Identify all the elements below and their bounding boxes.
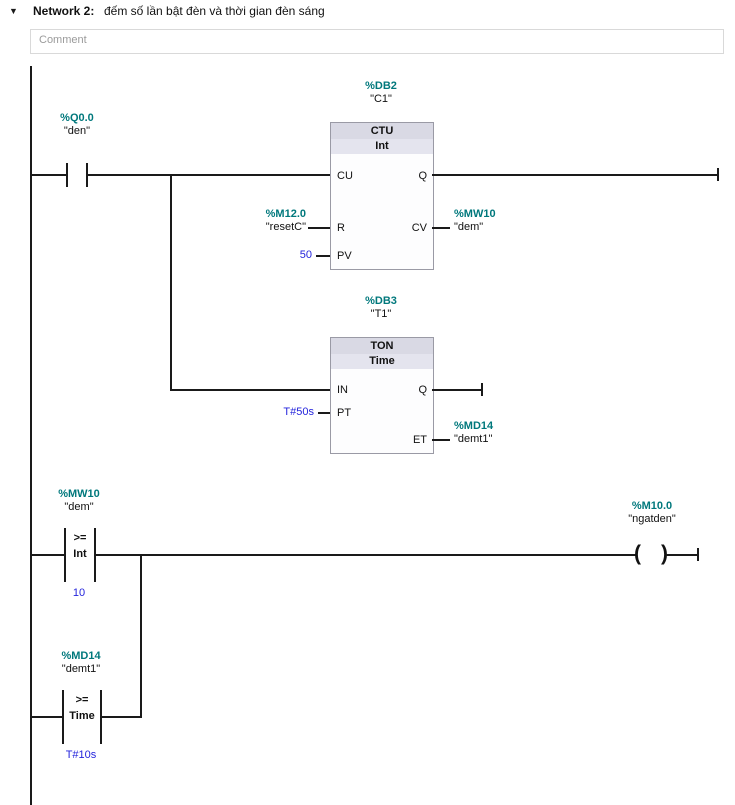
output-coil[interactable]: ( ) [634,540,668,568]
wire-end-marker [717,168,719,181]
operand-name[interactable]: "demt1" [61,663,101,675]
operand-address[interactable]: %MW10 [58,488,100,500]
pin-cu[interactable]: CU [337,170,353,182]
operand-address[interactable]: %MD14 [454,420,494,432]
wire-end-marker [481,383,483,396]
coil-operand-label[interactable]: %M10.0 "ngatden" [612,500,692,526]
operand-name[interactable]: "dem" [454,221,484,233]
wire [432,389,482,391]
compare-operator[interactable]: >= [75,694,89,706]
branch-wire [170,174,172,391]
compare-int-operand[interactable]: %MW10 "dem" [39,488,119,514]
block-type-label: CTU [331,123,433,139]
operand-name[interactable]: "resetC" [265,221,306,233]
ton-timer-block[interactable]: TON Time IN PT Q ET [330,337,434,454]
operand-address[interactable]: %M10.0 [631,500,673,512]
operand-name[interactable]: "dem" [64,501,94,513]
wire [318,412,330,414]
compare-time-operand[interactable]: %MD14 "demt1" [41,650,121,676]
contact-operand-label[interactable]: %Q0.0 "den" [37,112,117,138]
counter-reset-operand[interactable]: %M12.0 "resetC" [236,208,306,234]
pin-et[interactable]: ET [412,434,427,446]
block-datatype-label[interactable]: Time [331,354,433,369]
contact-bar-icon [66,163,68,187]
pin-pt[interactable]: PT [337,407,352,419]
contact-bar-icon [64,528,66,582]
db-address[interactable]: %DB2 [365,80,397,92]
collapse-arrow-icon[interactable]: ▼ [9,6,18,16]
operand-name[interactable]: "ngatden" [628,513,676,525]
wire [316,255,330,257]
operand-address[interactable]: %MD14 [61,650,101,662]
network-title: Network 2: [33,4,95,18]
wire [170,389,330,391]
wire [432,227,450,229]
wire-end-marker [697,548,699,561]
compare-datatype[interactable]: Time [69,710,95,722]
timer-db-label[interactable]: %DB3 "T1" [341,295,421,321]
wire [32,554,64,556]
pin-pv[interactable]: PV [337,250,352,262]
counter-db-label[interactable]: %DB2 "C1" [341,80,421,106]
wire [96,554,636,556]
operand-name[interactable]: "den" [63,125,91,137]
wire [88,174,330,176]
compare-operator[interactable]: >= [73,532,87,544]
coil-close-paren-icon: ) [661,542,668,565]
pin-q[interactable]: Q [418,170,427,182]
wire [102,716,140,718]
pin-r[interactable]: R [337,222,345,234]
counter-cv-operand[interactable]: %MW10 "dem" [454,208,534,234]
contact-bar-icon [86,163,88,187]
db-name[interactable]: "C1" [370,93,392,105]
pin-in[interactable]: IN [337,384,348,396]
block-datatype-label[interactable]: Int [331,139,433,154]
timer-pt-value[interactable]: T#50s [283,406,314,418]
wire [308,227,330,229]
wire [32,716,62,718]
counter-pv-value[interactable]: 50 [299,249,312,261]
block-type-label: TON [331,338,433,354]
contact-bar-icon [100,690,102,744]
contact-bar-icon [62,690,64,744]
coil-open-paren-icon: ( [634,542,641,565]
db-address[interactable]: %DB3 [365,295,397,307]
operand-address[interactable]: %Q0.0 [60,112,94,124]
wire [432,439,450,441]
comment-field[interactable]: Comment [30,29,724,54]
operand-address[interactable]: %M12.0 [265,208,306,220]
db-name[interactable]: "T1" [370,308,392,320]
operand-name[interactable]: "demt1" [454,433,493,445]
power-rail [30,66,32,805]
pin-cv[interactable]: CV [411,222,427,234]
contact-bar-icon [94,528,96,582]
wire [32,174,66,176]
operand-address[interactable]: %MW10 [454,208,496,220]
network-description[interactable]: đếm số lần bật đèn và thời gian đèn sáng [104,4,325,18]
compare-value[interactable]: 10 [72,587,86,599]
compare-value[interactable]: T#10s [65,749,97,761]
compare-datatype[interactable]: Int [73,548,87,560]
pin-q[interactable]: Q [418,384,427,396]
wire [666,554,698,556]
ctu-counter-block[interactable]: CTU Int CU R PV Q CV [330,122,434,270]
comment-placeholder: Comment [39,34,87,46]
timer-et-operand[interactable]: %MD14 "demt1" [454,420,534,446]
branch-wire [140,554,142,718]
wire [432,174,718,176]
